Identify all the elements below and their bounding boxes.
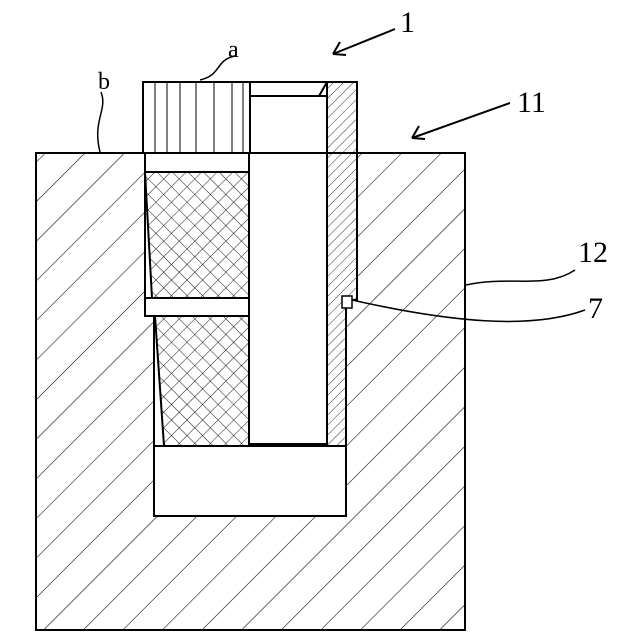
label-11: 11 xyxy=(517,88,546,118)
cavity-bottom-space xyxy=(154,446,346,516)
central-core xyxy=(249,96,327,444)
arrow-11 xyxy=(412,103,510,139)
sleeve-chamfer xyxy=(319,82,327,96)
label-12: 12 xyxy=(578,238,608,268)
label-a: a xyxy=(228,38,239,62)
arrow-1 xyxy=(333,29,395,55)
leader-b xyxy=(98,92,103,152)
label-b: b xyxy=(98,70,110,94)
tab-7 xyxy=(342,296,352,308)
label-1: 1 xyxy=(400,8,415,38)
leader-12 xyxy=(466,270,575,285)
separator-band xyxy=(145,298,249,316)
label-7: 7 xyxy=(588,294,603,324)
upper-filler xyxy=(145,172,249,298)
lower-filler xyxy=(155,316,249,446)
